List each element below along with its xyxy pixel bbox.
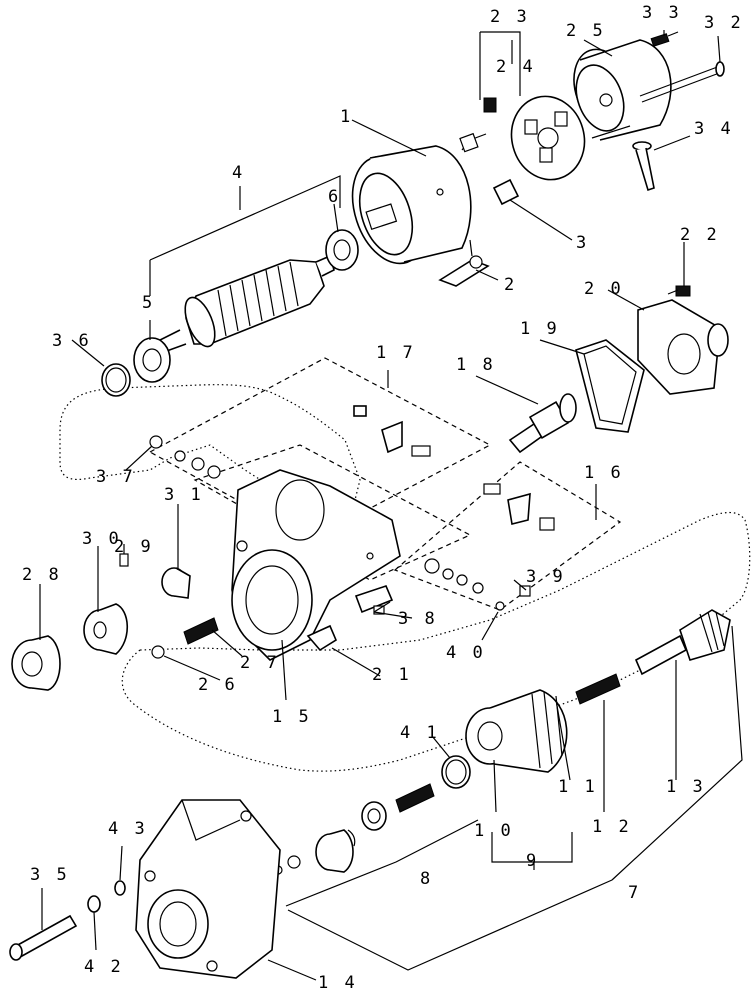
end-frame-cover-25 bbox=[573, 39, 672, 141]
label-10: 1 0 bbox=[474, 821, 514, 841]
label-15: 1 5 bbox=[272, 707, 312, 727]
label-35: 3 5 bbox=[30, 865, 70, 885]
label-37: 3 7 bbox=[96, 467, 136, 487]
terminal-3 bbox=[492, 178, 520, 206]
label-16: 1 6 bbox=[584, 463, 624, 483]
label-41: 4 1 bbox=[400, 723, 440, 743]
label-21: 2 1 bbox=[372, 665, 412, 685]
gear-28 bbox=[11, 635, 61, 691]
brush-holder-23 bbox=[510, 95, 586, 181]
label-31: 3 1 bbox=[164, 485, 204, 505]
label-4: 4 bbox=[232, 163, 245, 183]
ball-26 bbox=[151, 645, 165, 659]
washer-43 bbox=[114, 880, 126, 896]
yoke-field-frame-1 bbox=[351, 132, 487, 265]
label-43: 4 3 bbox=[108, 819, 148, 839]
label-23: 2 3 bbox=[490, 7, 530, 27]
front-housing-14 bbox=[135, 799, 281, 979]
label-22: 2 2 bbox=[680, 225, 720, 245]
gasket-19 bbox=[575, 339, 645, 433]
label-40: 4 0 bbox=[446, 643, 486, 663]
label-36: 3 6 bbox=[52, 331, 92, 351]
label-7: 7 bbox=[628, 883, 641, 903]
label-2: 2 bbox=[504, 275, 517, 295]
label-11: 1 1 bbox=[558, 777, 598, 797]
label-6: 6 bbox=[328, 187, 341, 207]
lever-21 bbox=[306, 624, 338, 652]
leader-lines bbox=[39, 30, 743, 981]
washer-40 bbox=[495, 601, 505, 611]
dashed-group-16 bbox=[393, 461, 622, 611]
label-9: 9 bbox=[526, 851, 539, 871]
bolt-35 bbox=[9, 914, 78, 961]
label-27: 2 7 bbox=[240, 653, 280, 673]
washer-42 bbox=[87, 895, 101, 913]
through-bolt-32 bbox=[639, 61, 725, 103]
label-5: 5 bbox=[142, 293, 155, 313]
bearing-5 bbox=[133, 337, 171, 383]
plunger-18 bbox=[508, 393, 577, 454]
label-38: 3 8 bbox=[398, 609, 438, 629]
spring-27 bbox=[183, 617, 219, 645]
pinion-parts-8 bbox=[273, 783, 435, 875]
label-34: 3 4 bbox=[694, 119, 734, 139]
screw-33 bbox=[650, 31, 679, 47]
label-19: 1 9 bbox=[520, 319, 560, 339]
bolt-22 bbox=[667, 285, 691, 297]
label-18: 1 8 bbox=[456, 355, 496, 375]
label-1: 1 bbox=[340, 107, 353, 127]
label-39: 3 9 bbox=[526, 567, 566, 587]
label-20: 2 0 bbox=[584, 279, 624, 299]
callout-labels: 1 2 3 4 5 6 7 8 9 1 0 1 1 1 2 1 3 1 4 1 … bbox=[22, 3, 744, 993]
label-26: 2 6 bbox=[198, 675, 238, 695]
label-13: 1 3 bbox=[666, 777, 706, 797]
pin-34 bbox=[632, 141, 655, 192]
overrunning-clutch-9 bbox=[465, 689, 568, 773]
label-24: 2 4 bbox=[496, 57, 536, 77]
washer-36 bbox=[101, 363, 131, 397]
terminal-2 bbox=[438, 239, 490, 287]
label-14: 1 4 bbox=[318, 973, 358, 993]
nut-24 bbox=[483, 97, 497, 113]
gear-30 bbox=[83, 603, 128, 655]
label-42: 4 2 bbox=[84, 957, 124, 977]
housing-15 bbox=[231, 469, 401, 661]
hardware-group-17 bbox=[149, 405, 431, 479]
label-25: 2 5 bbox=[566, 21, 606, 41]
bearing-6 bbox=[325, 229, 359, 271]
hardware-group-16 bbox=[424, 483, 555, 594]
label-28: 2 8 bbox=[22, 565, 62, 585]
label-29: 2 9 bbox=[114, 537, 154, 557]
nut-39 bbox=[519, 585, 531, 597]
spring-12 bbox=[575, 673, 621, 705]
label-12: 1 2 bbox=[592, 817, 632, 837]
shaft-13 bbox=[634, 609, 731, 676]
label-30: 3 0 bbox=[82, 529, 122, 549]
o-ring-41 bbox=[441, 755, 471, 789]
clip-38 bbox=[354, 585, 394, 615]
label-17: 1 7 bbox=[376, 343, 416, 363]
label-32: 3 2 bbox=[704, 13, 744, 33]
dotted-group-lower bbox=[121, 511, 751, 772]
cover-31 bbox=[161, 567, 191, 599]
label-8: 8 bbox=[420, 869, 433, 889]
armature-4 bbox=[159, 254, 335, 354]
label-3: 3 bbox=[576, 233, 589, 253]
solenoid-cover-20 bbox=[637, 299, 729, 395]
label-33: 3 3 bbox=[642, 3, 682, 23]
